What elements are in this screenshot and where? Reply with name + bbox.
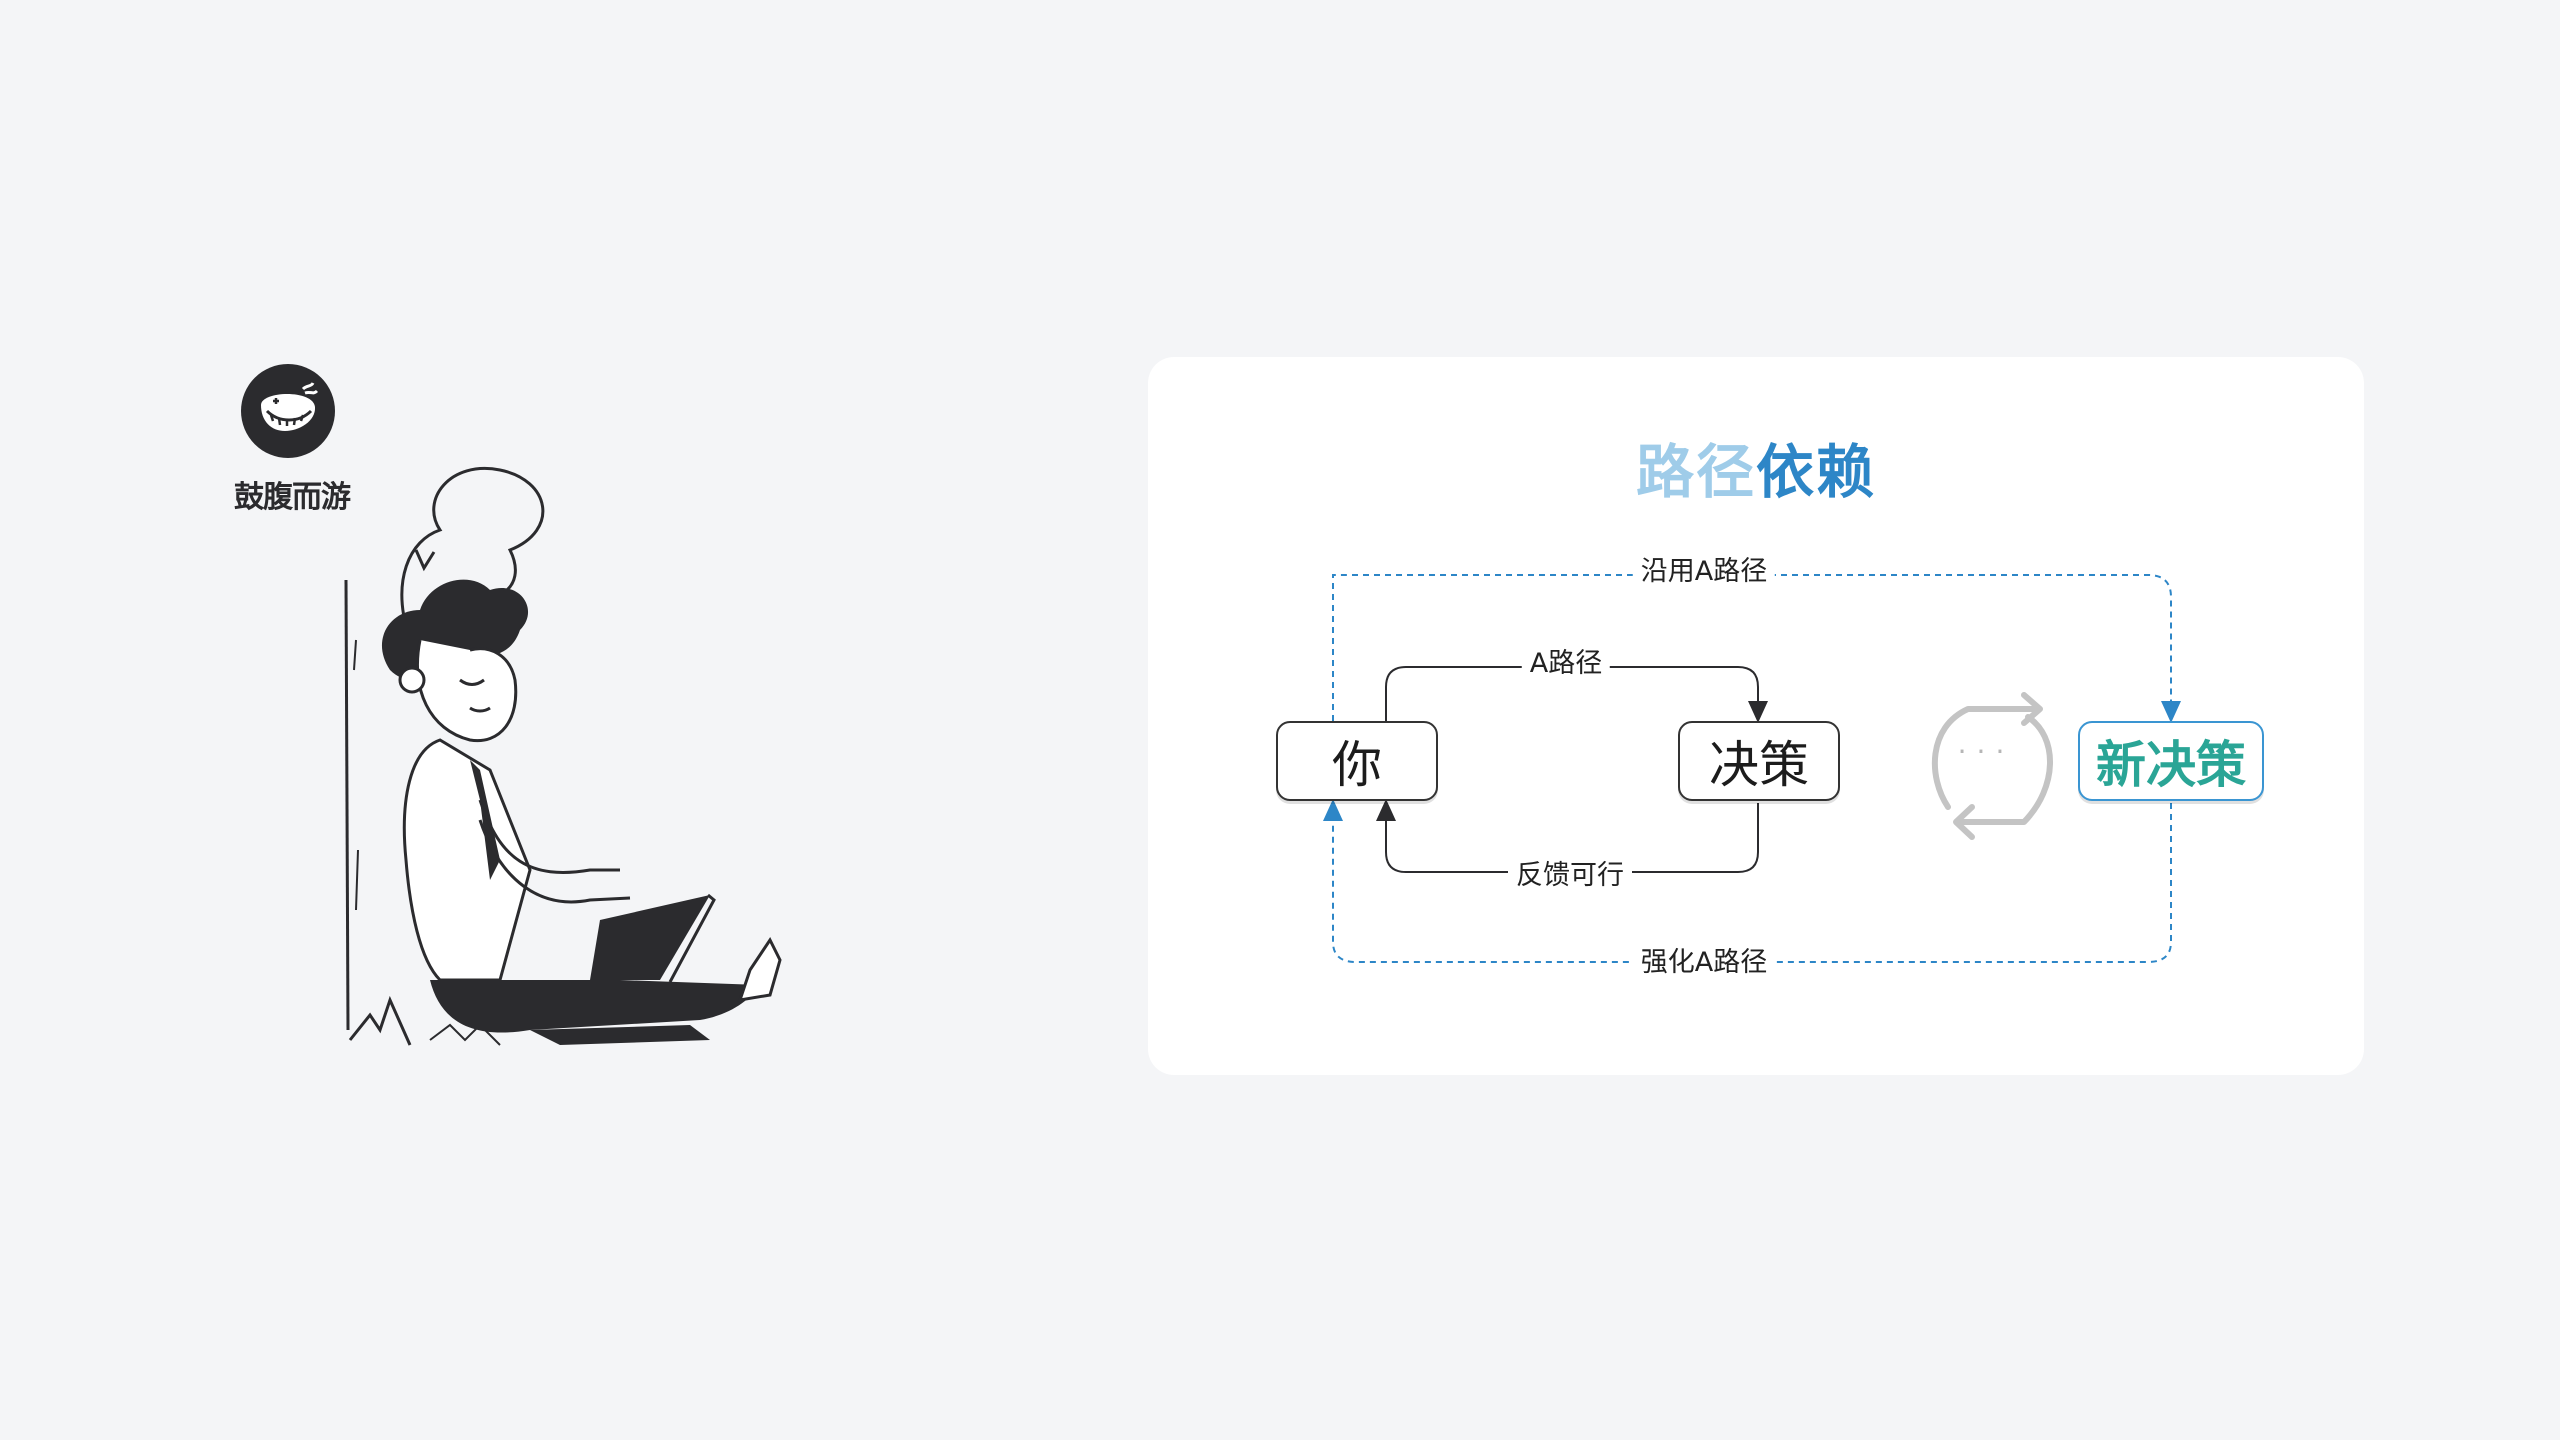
edge-label-top-inner: A路径 [1521, 647, 1611, 681]
edge-top-outer-line [1332, 574, 2181, 723]
node-decision: 决策 [1678, 721, 1840, 801]
whale-icon [261, 382, 319, 431]
node-new-decision: 新决策 [2078, 721, 2264, 801]
edge-label-bottom-outer: 强化A路径 [1632, 946, 1776, 980]
loop-dots: ··· [1957, 735, 2015, 768]
diagram-card: 路径依赖 你 决策 新决策 沿用A路径 A路径 反馈可行 [1148, 357, 2364, 1075]
brand-logo [241, 364, 335, 458]
node-you: 你 [1276, 721, 1438, 801]
edge-label-top-outer: 沿用A路径 [1632, 555, 1776, 589]
diagram-title-part1: 路径 [1635, 438, 1756, 506]
person-with-laptop-illustration [344, 467, 782, 1046]
brand-name: 鼓腹而游 [234, 480, 351, 515]
loop-arrows-icon [1931, 692, 2053, 840]
diagram-title-part2: 依赖 [1756, 438, 1877, 506]
edge-label-bottom-inner: 反馈可行 [1508, 859, 1632, 893]
diagram-connectors [1323, 574, 2181, 963]
diagram-title: 路径依赖 [1148, 425, 2364, 509]
edge-bottom-outer-line [1323, 799, 2172, 963]
